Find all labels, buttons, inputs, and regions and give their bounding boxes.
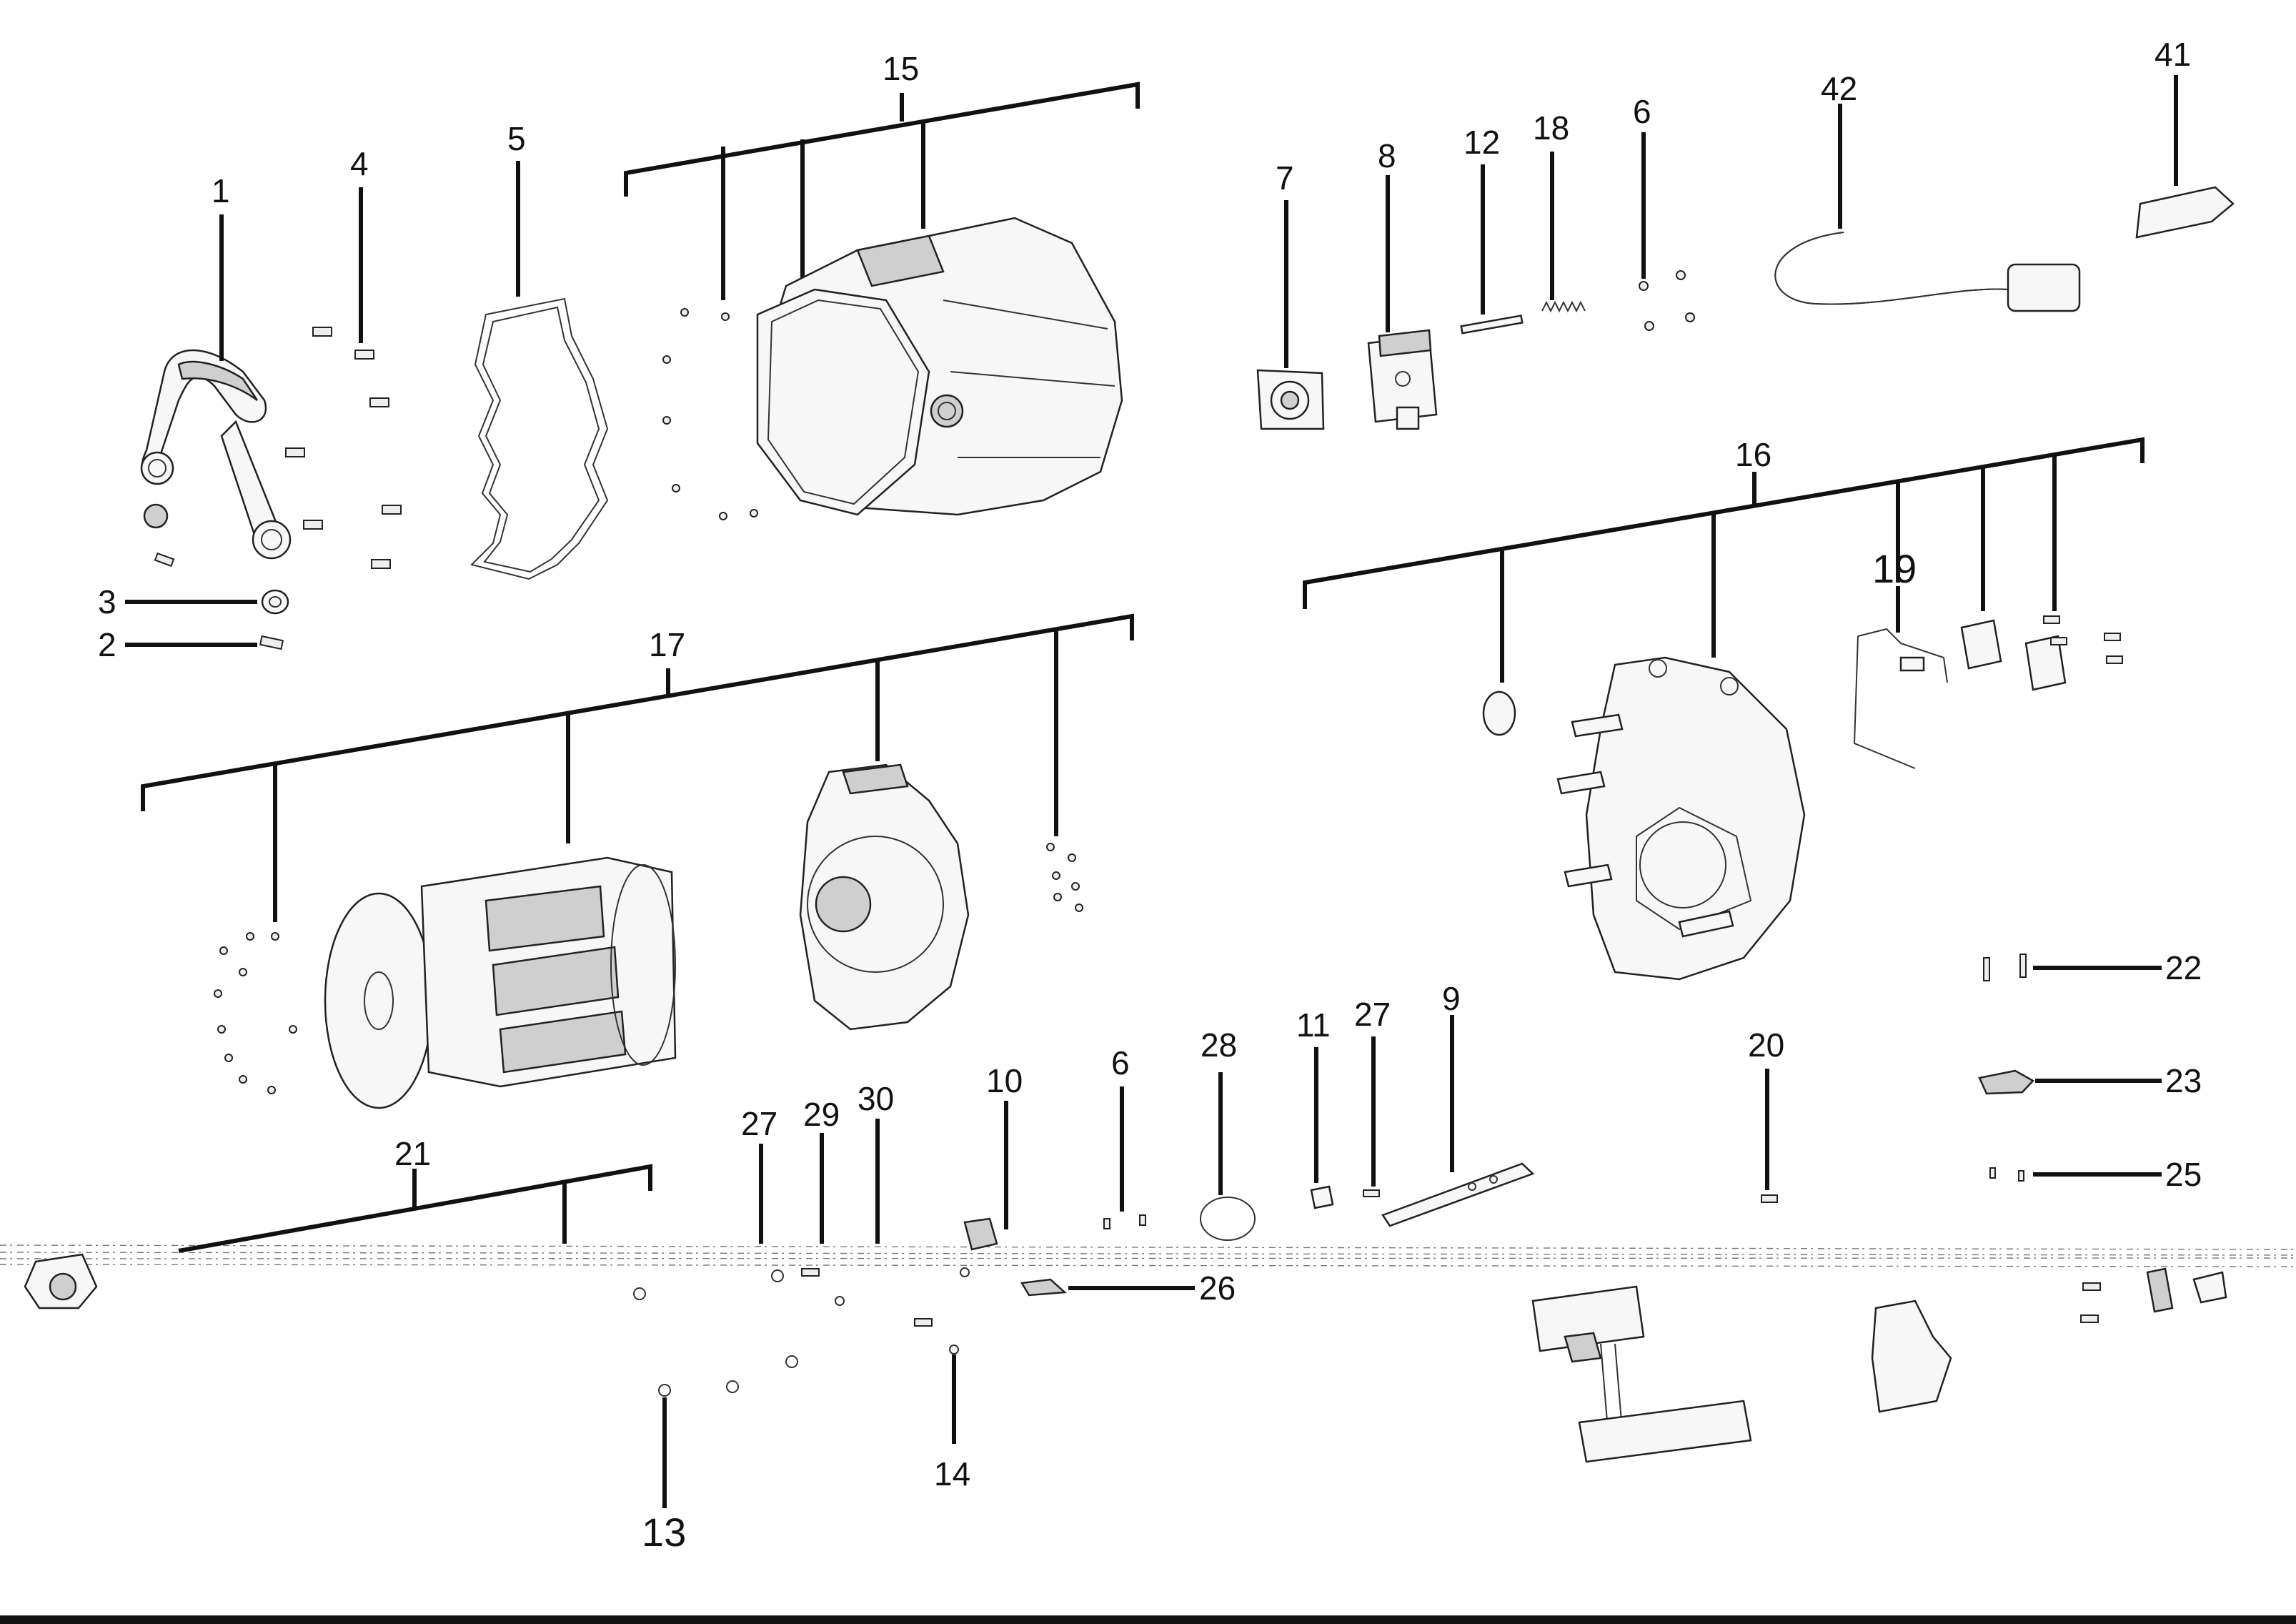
bracket-16: [1303, 437, 2145, 609]
bracket-21: [178, 1164, 652, 1253]
callout-29: 29: [803, 1096, 840, 1133]
callout-9: 9: [1442, 980, 1461, 1017]
callout-8: 8: [1378, 137, 1396, 174]
callout-21: 21: [394, 1135, 431, 1172]
part-13-washer: [658, 1384, 671, 1397]
callout-17: 17: [649, 626, 685, 663]
part-1-handle: [140, 349, 292, 568]
part-6-screws-upper: [1639, 270, 1695, 331]
callout-1: 1: [212, 172, 230, 209]
callout-16: 16: [1735, 436, 1771, 473]
part-26-clip: [1020, 1278, 1067, 1297]
callout-41: 41: [2155, 36, 2191, 73]
callout-5: 5: [507, 120, 526, 157]
part-42-cord-strap: [1774, 232, 2081, 312]
control-board: [1531, 1285, 1752, 1463]
part-22-screws: [1983, 954, 2027, 981]
part-5-gasket: [470, 297, 609, 580]
part-14-washer: [949, 1345, 959, 1355]
part-41-label: [2135, 186, 2235, 239]
part-17-screws: [214, 843, 1083, 1094]
callout-13: 13: [642, 1510, 686, 1555]
bracket-17: [141, 613, 1134, 811]
callout-26: 26: [1199, 1269, 1236, 1307]
part-27-screw-right: [1363, 1189, 1380, 1197]
callout-2: 2: [98, 626, 116, 663]
part-16-end-cover: [1482, 656, 1806, 981]
part-28-oring: [1200, 1197, 1256, 1241]
part-2-screw: [259, 635, 284, 650]
callout-15: 15: [883, 50, 919, 87]
bottom-border-bar: [0, 1615, 2296, 1624]
part-9-bracket-bar: [1381, 1162, 1535, 1227]
part-17-bearing-plate: [799, 763, 970, 1031]
callout-27-right: 27: [1354, 996, 1391, 1033]
callout-11: 11: [1296, 1006, 1331, 1044]
callout-3: 3: [98, 583, 116, 620]
part-6-screws-lower: [1103, 1214, 1146, 1229]
callout-7: 7: [1276, 159, 1294, 197]
part-3-washer: [261, 589, 289, 615]
callout-19: 19: [1872, 546, 1917, 591]
part-25-screws: [1989, 1167, 2024, 1182]
bracket-15: [624, 81, 1140, 197]
part-8-switch-block: [1367, 329, 1438, 430]
part-17-rotor-disc: [324, 892, 434, 1109]
callout-14: 14: [934, 1455, 970, 1492]
part-21-connector-box: [24, 1253, 98, 1309]
callout-28: 28: [1201, 1026, 1237, 1064]
part-15-screws: [662, 308, 758, 520]
part-7-connector: [1256, 369, 1325, 430]
callout-23: 23: [2165, 1062, 2202, 1099]
callout-20: 20: [1748, 1026, 1784, 1064]
small-washers: [633, 1267, 970, 1393]
part-23-clip: [1978, 1069, 2035, 1095]
part-20-screw: [1761, 1194, 1778, 1203]
callout-10: 10: [986, 1062, 1023, 1099]
part-10-grommet: [963, 1217, 998, 1251]
callout-4: 4: [350, 145, 369, 182]
scan-noise-band: [0, 1244, 2296, 1267]
callout-18: 18: [1533, 109, 1569, 147]
callout-25: 25: [2165, 1156, 2202, 1193]
part-16-hinge-plates: [1960, 615, 2123, 691]
callout-22: 22: [2165, 949, 2202, 986]
part-18-spring: [1541, 300, 1586, 313]
callout-42: 42: [1821, 70, 1857, 107]
callout-6-lower: 6: [1111, 1044, 1130, 1081]
callout-6-upper: 6: [1633, 93, 1651, 130]
lower-right-bracket: [1871, 1267, 2227, 1413]
callout-27-left: 27: [741, 1105, 777, 1142]
part-15-motor-housing: [756, 217, 1123, 516]
part-11-plug: [1310, 1185, 1334, 1209]
part-12-pin: [1460, 315, 1524, 335]
part-17-stator: [420, 856, 677, 1088]
part-19-bail: [1853, 628, 1948, 769]
part-4-screws: [285, 327, 402, 569]
callout-30: 30: [858, 1080, 894, 1117]
callout-12: 12: [1463, 124, 1500, 161]
